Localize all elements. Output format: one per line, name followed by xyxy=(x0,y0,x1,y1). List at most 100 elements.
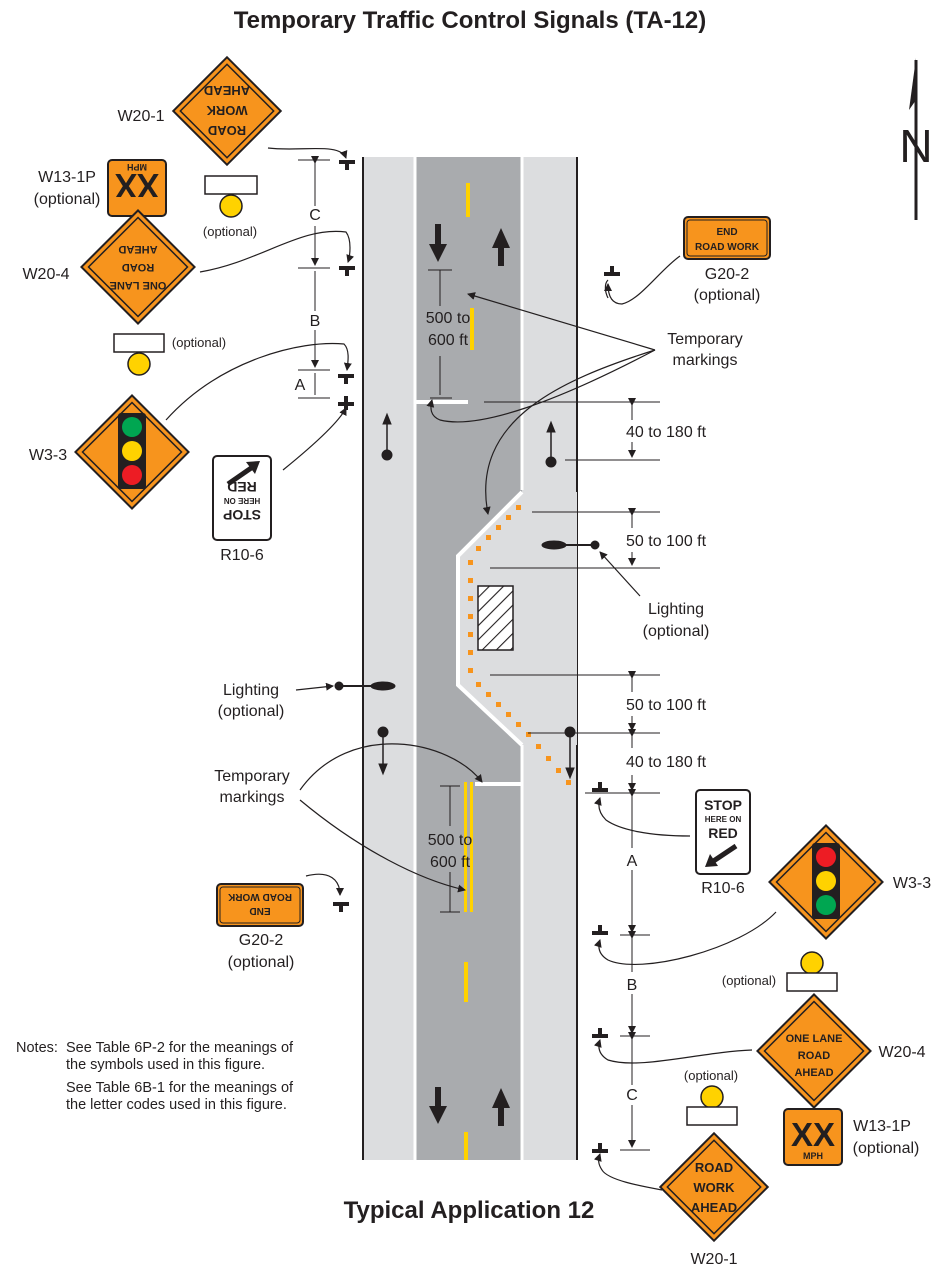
sign-text: STOP xyxy=(704,797,742,813)
w20-1-sign-top: ROAD WORK AHEAD xyxy=(171,55,283,167)
g20-2-sign-right: END ROAD WORK xyxy=(683,216,771,260)
dim-500-600-bottom xyxy=(440,785,460,913)
lighting-label-left-a: Lighting xyxy=(223,682,279,699)
w20-1-sign-bottom: ROAD WORK AHEAD xyxy=(658,1131,770,1243)
optional-label-flasher-bottom: (optional) xyxy=(684,1068,738,1083)
w13-1p-optional-bottom: (optional) xyxy=(853,1140,920,1157)
sign-text: WORK xyxy=(206,103,248,118)
dim-b-bottom: B xyxy=(627,977,638,994)
dim-c-top: C xyxy=(309,207,321,224)
signal-head-icons xyxy=(377,412,576,780)
sign-text: HERE ON xyxy=(224,496,261,505)
sign-text: END xyxy=(249,905,270,916)
temp-markings-label-1b: markings xyxy=(673,352,738,369)
centerline-markings xyxy=(464,183,474,1160)
dim-50-100-bottom: 50 to 100 ft xyxy=(626,697,707,714)
g20-2-optional-left: (optional) xyxy=(228,954,295,971)
r10-6-sign-right: STOP HERE ON RED xyxy=(695,789,751,875)
notes-line-4: the letter codes used in this figure. xyxy=(66,1097,287,1113)
sign-text: MPH xyxy=(127,162,147,172)
sign-text: END xyxy=(716,227,737,238)
flasher-icon-top xyxy=(204,175,258,218)
lighting-label-right-a: Lighting xyxy=(648,601,704,618)
dim-a-top: A xyxy=(295,377,306,394)
figure-caption: Typical Application 12 xyxy=(344,1197,595,1224)
sign-text: RED xyxy=(708,825,738,841)
flasher-icon-mid xyxy=(113,333,165,376)
dim-50-100-top: 50 to 100 ft xyxy=(626,533,707,550)
dim-500-to-top: 500 to xyxy=(426,310,471,327)
dim-a-bottom: A xyxy=(627,853,638,870)
w13-1p-optional-top: (optional) xyxy=(34,191,101,208)
w3-3-sign-left xyxy=(74,394,190,510)
w20-4-label-right: W20-4 xyxy=(878,1044,925,1061)
dim-600-ft-top: 600 ft xyxy=(428,332,469,349)
flasher-icon-right-mid xyxy=(786,951,838,992)
work-space-hatch xyxy=(477,585,514,651)
g20-2-label-right: G20-2 xyxy=(705,266,750,283)
sign-text: ONE LANE xyxy=(786,1033,843,1045)
sign-text: ROAD WORK xyxy=(695,242,760,253)
sign-text: AHEAD xyxy=(204,83,250,98)
dim-500-to-bottom: 500 to xyxy=(428,832,473,849)
sign-text: RED xyxy=(227,479,257,495)
temp-markings-label-2a: Temporary xyxy=(214,768,290,785)
w20-4-label-top: W20-4 xyxy=(22,266,69,283)
optional-label-flasher-mid: (optional) xyxy=(172,335,226,350)
sign-text: MPH xyxy=(803,1151,823,1161)
sign-text: AHEAD xyxy=(691,1200,737,1215)
sign-text: XX xyxy=(791,1116,835,1153)
w13-1p-plaque-bottom: XX MPH xyxy=(783,1108,843,1166)
dim-40-180-bottom: 40 to 180 ft xyxy=(626,754,707,771)
channelizing-devices xyxy=(468,505,571,785)
sign-text: ONE LANE xyxy=(110,279,167,291)
temp-markings-label-2b: markings xyxy=(220,789,285,806)
notes-block: Notes: See Table 6P-2 for the meanings o… xyxy=(16,1040,294,1113)
lighting-label-right-b: (optional) xyxy=(643,623,710,640)
w20-4-sign-right: ONE LANE ROAD AHEAD xyxy=(756,993,872,1109)
w20-4-sign-top: ONE LANE ROAD AHEAD xyxy=(80,209,196,325)
sign-post-icons xyxy=(333,160,620,1153)
optional-label-flasher-top: (optional) xyxy=(203,224,257,239)
w20-1-label-bottom: W20-1 xyxy=(690,1251,737,1268)
g20-2-optional-right: (optional) xyxy=(694,287,761,304)
dimension-lines-left xyxy=(298,156,330,399)
w3-3-label-left: W3-3 xyxy=(29,447,67,464)
r10-6-label-right: R10-6 xyxy=(701,880,745,897)
diagram-title: Temporary Traffic Control Signals (TA-12… xyxy=(234,7,707,34)
w3-3-sign-right xyxy=(768,824,884,940)
notes-prefix: Notes: xyxy=(16,1040,58,1056)
notes-line-2: the symbols used in this figure. xyxy=(66,1057,265,1073)
g20-2-label-left: G20-2 xyxy=(239,932,284,949)
dim-500-600-top xyxy=(428,269,452,399)
w20-1-label-top: W20-1 xyxy=(117,108,164,125)
flasher-icon-bottom xyxy=(686,1085,738,1126)
r10-6-label-left: R10-6 xyxy=(220,547,264,564)
lighting-icons xyxy=(334,540,600,691)
dim-40-180-top: 40 to 180 ft xyxy=(626,424,707,441)
dim-600-ft-bottom: 600 ft xyxy=(430,854,471,871)
sign-text: ROAD xyxy=(208,123,246,138)
north-label: N xyxy=(899,120,932,172)
sign-text: HERE ON xyxy=(705,815,742,824)
north-arrow-icon: N xyxy=(899,58,933,220)
sign-text: ROAD WORK xyxy=(227,891,292,902)
sign-text: AHEAD xyxy=(118,243,157,255)
lane-direction-arrows xyxy=(429,224,510,1126)
optional-label-flasher-right-mid: (optional) xyxy=(722,973,776,988)
r10-6-sign-left: STOP HERE ON RED xyxy=(212,455,272,541)
sign-text: XX xyxy=(115,167,159,204)
sign-text: STOP xyxy=(223,507,261,523)
sign-text: WORK xyxy=(693,1180,735,1195)
g20-2-sign-left: END ROAD WORK xyxy=(216,883,304,927)
w13-1p-label-top: W13-1P xyxy=(38,169,96,186)
w3-3-label-right: W3-3 xyxy=(893,875,931,892)
sign-text: AHEAD xyxy=(794,1067,833,1079)
sign-text: ROAD xyxy=(695,1160,733,1175)
lighting-label-left-b: (optional) xyxy=(218,703,285,720)
notes-line-1: See Table 6P-2 for the meanings of xyxy=(66,1040,294,1056)
temp-markings-label-1a: Temporary xyxy=(667,331,743,348)
w13-1p-label-bottom: W13-1P xyxy=(853,1118,911,1135)
notes-line-3: See Table 6B-1 for the meanings of xyxy=(66,1080,294,1096)
